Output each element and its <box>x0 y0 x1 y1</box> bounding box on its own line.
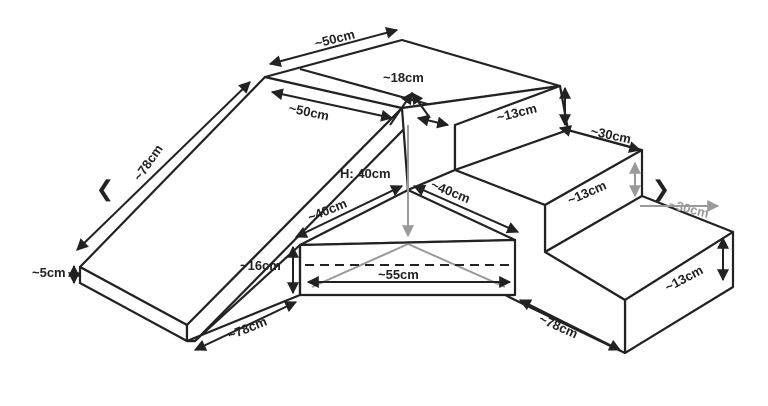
triangle-right-arrow <box>412 184 520 234</box>
label-ramp-height: ~5cm <box>32 265 66 280</box>
top-length-arrow <box>268 26 399 68</box>
apex-arrow-left <box>389 92 413 126</box>
next-image-button[interactable]: ❯ <box>648 176 674 202</box>
label-center-height: H: 40cm <box>340 166 391 181</box>
chevron-right-icon: ❯ <box>651 176 671 202</box>
label-base-left-length: ~78cm <box>226 314 269 343</box>
base-left-length-arrow <box>193 301 298 351</box>
ramp-block <box>78 75 410 343</box>
previous-image-button[interactable]: ❮ <box>92 176 118 202</box>
label-apex: ~18cm <box>383 70 424 85</box>
ramp-length-arrow <box>76 81 251 251</box>
ramp-top-width-arrow <box>270 88 394 122</box>
triangle-left-arrow <box>294 185 404 238</box>
apex-arrow-right <box>411 92 431 119</box>
base-right-length-arrow <box>518 299 622 351</box>
label-base-width: ~55cm <box>378 267 419 282</box>
label-ramp-length: ~78cm <box>130 142 166 184</box>
label-base-height: ~16cm <box>240 258 281 273</box>
apex-side-arrow <box>416 114 450 129</box>
upper-step-depth-arrow <box>558 125 642 153</box>
chevron-left-icon: ❮ <box>95 176 115 202</box>
dimension-arrows <box>68 26 729 351</box>
